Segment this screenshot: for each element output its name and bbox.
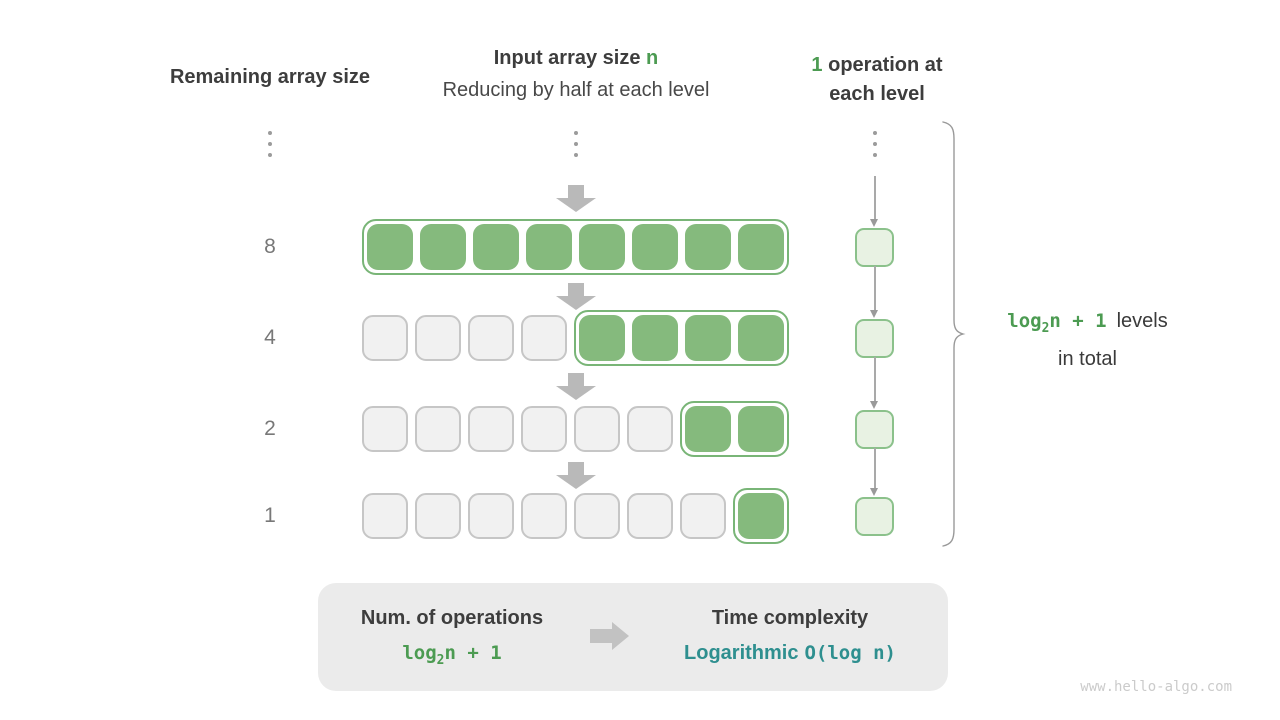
operation-cell <box>855 228 894 267</box>
connector-arrowhead-icon <box>870 310 878 318</box>
header-input-title: Input array size n <box>493 47 659 69</box>
array-cell-active <box>632 224 678 270</box>
row-label: 8 <box>264 235 276 258</box>
connector-line <box>874 266 876 311</box>
array-cell-empty <box>468 315 514 361</box>
array-cell-empty <box>680 493 726 539</box>
array-cell-active <box>738 493 784 539</box>
ellipsis-center <box>574 131 578 157</box>
array-cell-empty <box>468 406 514 452</box>
array-row <box>362 401 789 457</box>
array-cell-empty <box>521 406 567 452</box>
array-cell-empty <box>627 493 673 539</box>
operation-cell <box>855 497 894 536</box>
connector-line <box>874 357 876 402</box>
array-cell-empty <box>574 493 620 539</box>
down-arrow-icon <box>556 283 596 310</box>
row-label: 4 <box>264 326 276 349</box>
header-operation-per-level: 1 operation at each level <box>777 51 977 109</box>
operation-cell <box>855 319 894 358</box>
array-cell-empty <box>415 406 461 452</box>
array-cell-active <box>685 315 731 361</box>
big-o-notation: O(log n) <box>804 642 896 664</box>
operation-cell <box>855 410 894 449</box>
ellipsis-left <box>268 131 272 157</box>
connector-line <box>874 448 876 489</box>
array-cell-empty <box>627 406 673 452</box>
array-cell-empty <box>521 315 567 361</box>
header-operation-line2: each level <box>829 83 925 105</box>
array-row <box>362 310 789 366</box>
active-subarray <box>680 401 789 457</box>
array-cell-empty <box>521 493 567 539</box>
array-cell-empty <box>468 493 514 539</box>
array-cell-active <box>738 315 784 361</box>
active-subarray <box>362 219 789 275</box>
array-cell-empty <box>362 406 408 452</box>
watermark: www.hello-algo.com <box>1080 679 1232 695</box>
down-arrow-icon <box>556 373 596 400</box>
array-cell-active <box>367 224 413 270</box>
log-formula: log2n + 1 <box>1007 310 1107 336</box>
num-operations-group: Num. of operations log2n + 1 <box>332 607 572 668</box>
accent-n: n <box>646 47 659 69</box>
array-cell-active <box>579 224 625 270</box>
active-subarray <box>733 488 789 544</box>
num-operations-formula: log2n + 1 <box>402 642 502 668</box>
connector-line <box>874 176 876 220</box>
ellipsis-right <box>873 131 877 157</box>
summary-box: Num. of operations log2n + 1 Time comple… <box>318 583 948 691</box>
header-operation-line1: 1 operation at <box>811 54 943 76</box>
down-arrow-icon <box>556 185 596 212</box>
connector-arrowhead-icon <box>870 401 878 409</box>
array-cell-active <box>685 406 731 452</box>
header-input-subtitle: Reducing by half at each level <box>442 79 710 101</box>
row-label: 2 <box>264 417 276 440</box>
array-cell-empty <box>362 315 408 361</box>
array-cell-empty <box>415 315 461 361</box>
row-label: 1 <box>264 504 276 527</box>
active-subarray <box>574 310 789 366</box>
array-cell-active <box>473 224 519 270</box>
array-cell-empty <box>362 493 408 539</box>
connector-arrowhead-icon <box>870 488 878 496</box>
array-cell-active <box>738 224 784 270</box>
array-cell-active <box>526 224 572 270</box>
accent-1: 1 <box>811 54 823 76</box>
array-cell-active <box>579 315 625 361</box>
array-cell-empty <box>415 493 461 539</box>
curly-brace <box>942 121 966 547</box>
header-input-array-size: Input array size n Reducing by half at e… <box>396 47 756 102</box>
connector-arrowhead-icon <box>870 219 878 227</box>
array-row <box>362 219 789 275</box>
header-remaining-array-size: Remaining array size <box>169 66 371 88</box>
num-operations-title: Num. of operations <box>360 607 544 629</box>
array-cell-active <box>685 224 731 270</box>
array-cell-empty <box>574 406 620 452</box>
array-row <box>362 488 789 544</box>
array-cell-active <box>420 224 466 270</box>
right-arrow-icon <box>590 622 629 650</box>
array-cell-active <box>632 315 678 361</box>
array-cell-active <box>738 406 784 452</box>
time-complexity-title: Time complexity <box>711 607 869 629</box>
down-arrow-icon <box>556 462 596 489</box>
